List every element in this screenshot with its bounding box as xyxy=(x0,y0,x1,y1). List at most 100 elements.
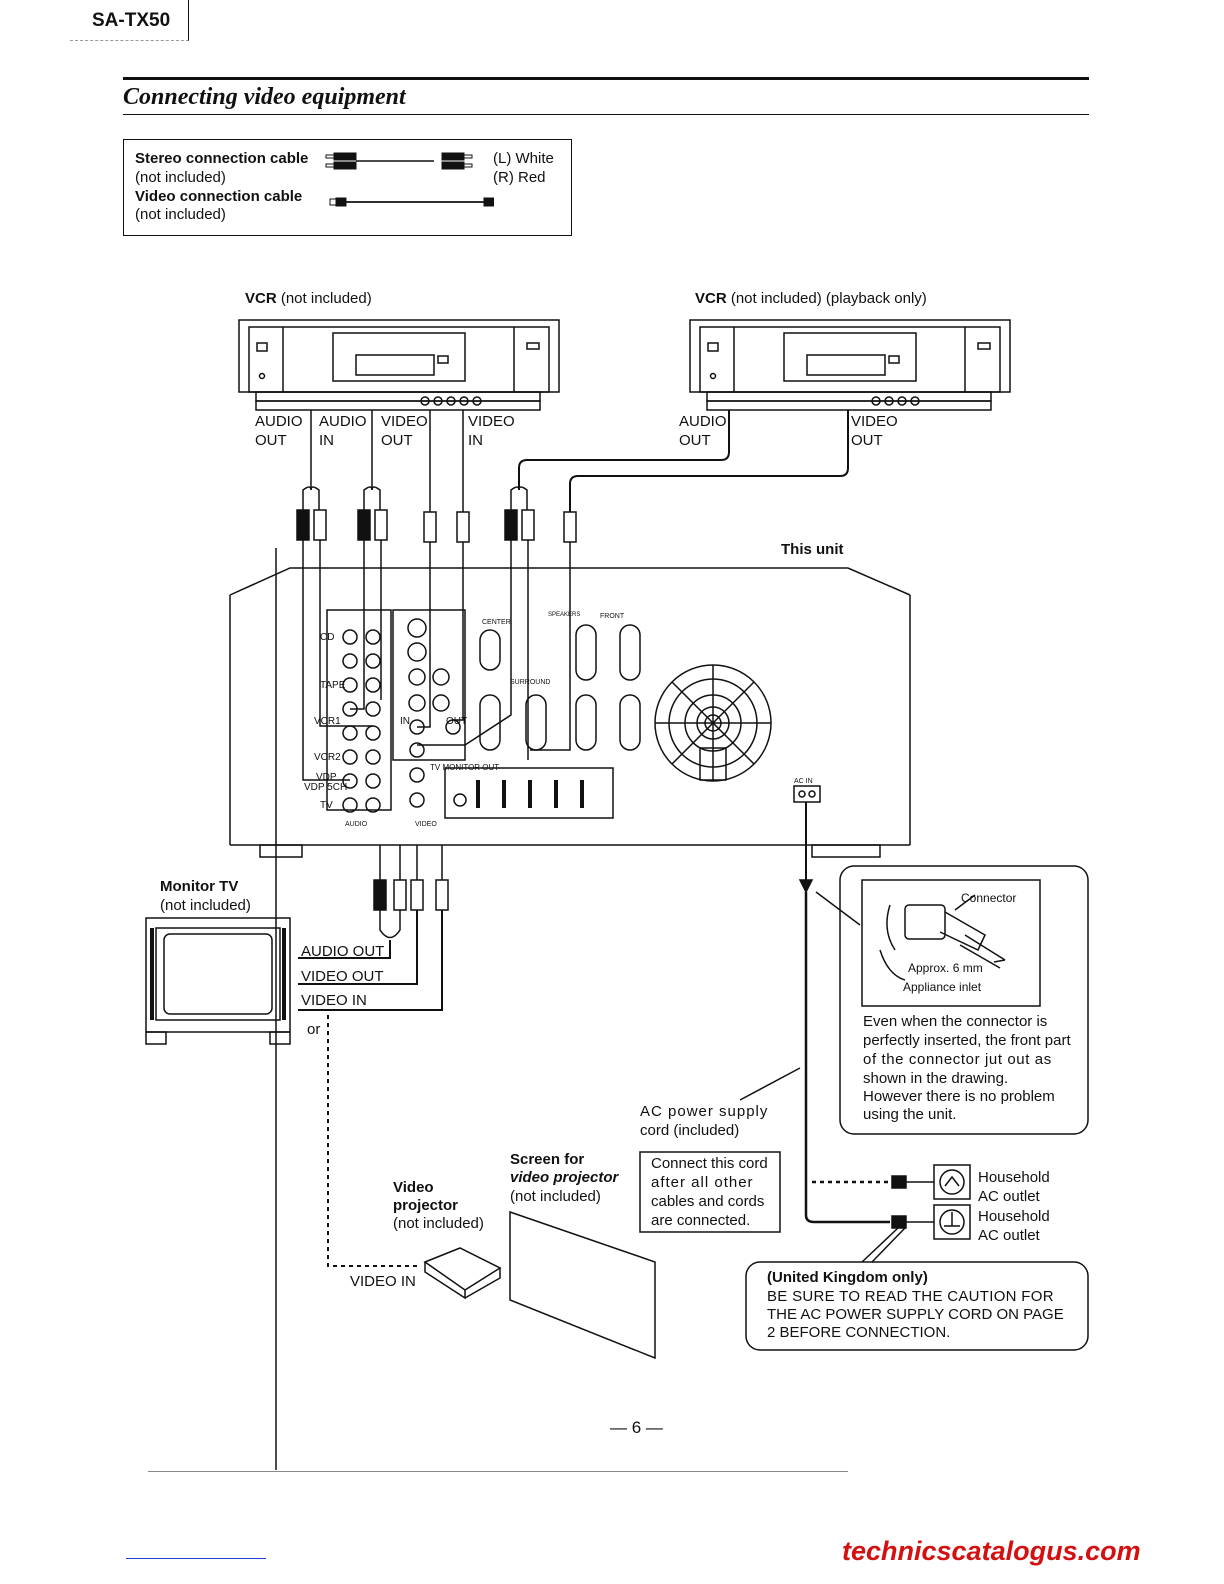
vcr2-name: VCR xyxy=(695,290,727,307)
appliance-inlet-label: Appliance inlet xyxy=(903,980,982,994)
vcr1-audio-out-plugs xyxy=(296,486,327,555)
connector-note-6: using the unit. xyxy=(863,1106,957,1123)
video-cable-icon xyxy=(329,197,494,207)
panel-label-video: VIDEO xyxy=(415,821,437,828)
model-box xyxy=(70,0,189,41)
left-plug-label: (L) White xyxy=(493,150,554,167)
vcr1-jack-audio-out: AUDIO OUT xyxy=(255,413,303,449)
projector-note: (not included) xyxy=(393,1215,484,1232)
panel-label-tv: TV xyxy=(320,800,333,811)
panel-label-tv-monitor-out: TV MONITOR OUT xyxy=(430,763,499,772)
screen-name-2: video projector xyxy=(510,1169,619,1186)
outlet-plugs xyxy=(891,1175,934,1229)
monitor-tv-device xyxy=(145,917,291,1045)
right-plug-label: (R) Red xyxy=(493,169,546,186)
page-title: Connecting video equipment xyxy=(123,84,406,110)
vcr1-jack-audio-in: AUDIO IN xyxy=(319,413,367,449)
video-cable-note: (not included) xyxy=(135,206,226,223)
vcr1-title: VCR (not included) xyxy=(245,289,372,308)
stereo-cable-icon xyxy=(325,152,473,170)
uk-note-line-2: THE AC POWER SUPPLY CORD ON PAGE xyxy=(767,1306,1064,1323)
footer-rule xyxy=(148,1471,848,1472)
vcr2-device xyxy=(689,319,1011,411)
connect-note-4: are connected. xyxy=(651,1212,751,1229)
projector-jack-video-in: VIDEO IN xyxy=(350,1273,416,1290)
model-name: SA-TX50 xyxy=(92,10,171,31)
connector-label: Connector xyxy=(961,891,1017,905)
vcr1-name: VCR xyxy=(245,290,277,307)
uk-note-line-1: BE SURE TO READ THE CAUTION FOR xyxy=(767,1288,1054,1305)
panel-label-vdp5ch: VDP 5CH xyxy=(304,782,347,793)
outlet-2-label-2: AC outlet xyxy=(978,1227,1040,1244)
video-cable-label: Video connection cable xyxy=(135,188,303,205)
watermark-link[interactable]: technicscatalogus.com xyxy=(842,1536,1141,1566)
panel-label-vcr2: VCR2 xyxy=(314,752,341,763)
monitor-tv-name: Monitor TV xyxy=(160,878,239,895)
vcr1-jack-video-out: VIDEO OUT xyxy=(381,413,428,449)
cable-legend-icons xyxy=(325,152,494,207)
connector-note-3: of the connector jut out as xyxy=(863,1051,1052,1068)
vcr1-audio-in-plugs xyxy=(357,486,388,555)
vcr2-note: (not included) (playback only) xyxy=(730,290,927,307)
vcr2-jack-audio-out: AUDIO OUT xyxy=(679,413,727,449)
watermark-underline xyxy=(126,1558,266,1559)
projector-screen xyxy=(509,1210,656,1360)
page-number: — 6 — xyxy=(610,1418,663,1437)
ac-cord-label-1: AC power supply xyxy=(640,1103,769,1120)
connector-note-1: Even when the connector is xyxy=(863,1013,1048,1030)
monitor-jack-video-out: VIDEO OUT xyxy=(301,968,384,985)
ac-cord-label-2: cord (included) xyxy=(640,1122,740,1139)
connector-note-5: However there is no problem xyxy=(863,1088,1055,1105)
monitor-plugs xyxy=(373,879,449,911)
or-label: or xyxy=(307,1021,321,1038)
connect-note-3: cables and cords xyxy=(651,1193,765,1210)
panel-label-speakers: SPEAKERS xyxy=(548,612,580,618)
stereo-cable-label: Stereo connection cable xyxy=(135,150,309,167)
stereo-cable-note: (not included) xyxy=(135,169,226,186)
uk-note-title: (United Kingdom only) xyxy=(767,1269,928,1286)
panel-label-audio: AUDIO xyxy=(345,821,368,828)
monitor-jack-audio-out: AUDIO OUT xyxy=(301,943,385,960)
title-rule-bottom xyxy=(123,114,1089,115)
panel-label-in: IN xyxy=(400,716,410,727)
connect-note-1: Connect this cord xyxy=(651,1155,768,1172)
outlet-icons xyxy=(933,1164,971,1240)
this-unit-label: This unit xyxy=(781,541,844,558)
title-rule-top xyxy=(123,77,1089,80)
video-projector-device xyxy=(423,1247,502,1300)
monitor-tv-note: (not included) xyxy=(160,897,251,914)
projector-name-1: Video xyxy=(393,1179,434,1196)
panel-label-surround: SURROUND xyxy=(510,679,550,686)
panel-label-center: CENTER xyxy=(482,619,511,626)
vcr1-device xyxy=(238,319,560,411)
connector-note-2: perfectly inserted, the front part xyxy=(863,1032,1071,1049)
vcr1-jack-video-in: VIDEO IN xyxy=(468,413,515,449)
approx-label: Approx. 6 mm xyxy=(908,961,983,975)
connector-illustration xyxy=(879,894,1006,981)
vcr2-jack-video-out: VIDEO OUT xyxy=(851,413,898,449)
projector-name-2: projector xyxy=(393,1197,459,1214)
vcr1-video-plugs xyxy=(423,511,470,555)
vcr2-audio-plugs xyxy=(504,486,535,555)
panel-label-cd: CD xyxy=(320,632,334,643)
panel-label-ac-in: AC IN xyxy=(794,778,813,785)
screen-name-1: Screen for xyxy=(510,1151,585,1168)
panel-label-out: OUT xyxy=(446,716,467,727)
panel-label-front: FRONT xyxy=(600,613,625,620)
panel-label-tape: TAPE xyxy=(320,680,346,691)
outlet-1-label-1: Household xyxy=(978,1169,1050,1186)
panel-label-vdp: VDP xyxy=(316,772,337,783)
uk-note-line-3: 2 BEFORE CONNECTION. xyxy=(767,1324,951,1341)
vcr1-note: (not included) xyxy=(280,290,372,307)
screen-note: (not included) xyxy=(510,1188,601,1205)
receiver-unit xyxy=(229,567,911,858)
outlet-1-label-2: AC outlet xyxy=(978,1188,1040,1205)
vcr2-title: VCR (not included) (playback only) xyxy=(695,289,927,308)
connector-note-4: shown in the drawing. xyxy=(863,1070,1009,1087)
panel-label-vcr1: VCR1 xyxy=(314,716,341,727)
cable-legend: Stereo connection cable (not included) V… xyxy=(123,139,572,236)
outlet-2-label-1: Household xyxy=(978,1208,1050,1225)
vcr2-video-plug xyxy=(563,511,577,555)
monitor-jack-video-in: VIDEO IN xyxy=(301,992,367,1009)
